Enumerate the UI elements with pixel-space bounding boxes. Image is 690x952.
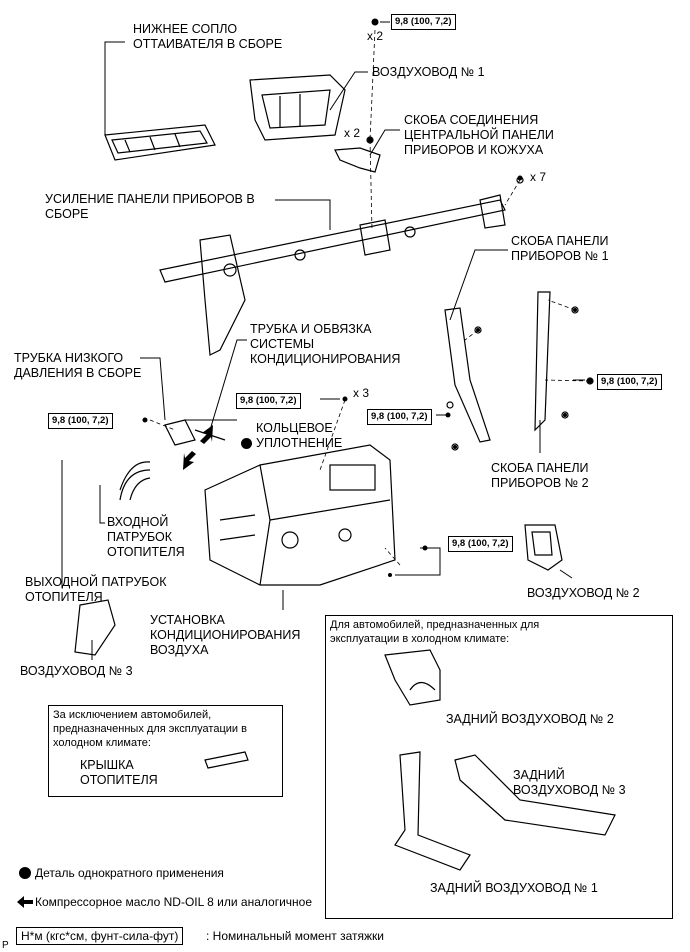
- duct3-art: [74, 599, 116, 656]
- label-low-pressure: ТРУБКА НИЗКОГО ДАВЛЕНИЯ В СБОРЕ: [14, 351, 142, 380]
- ac-unit-art: [204, 444, 396, 586]
- reinforcement-art: [159, 176, 524, 356]
- label-duct2: ВОЗДУХОВОД № 2: [527, 586, 640, 600]
- cold-climate-panel: [325, 615, 673, 919]
- label-duct3: ВОЗДУХОВОД № 3: [20, 664, 133, 678]
- label-rear-duct2: ЗАДНИЙ ВОЗДУХОВОД № 2: [446, 712, 614, 726]
- qty-reinforcement: x 7: [530, 170, 547, 184]
- except-cold-title: За исключением автомобилей, предназначен…: [53, 709, 247, 749]
- torque-box-low-pressure: 9,8 (100, 7,2): [48, 413, 113, 429]
- legend-single-use: Деталь однократного применения: [35, 866, 224, 880]
- label-duct1: ВОЗДУХОВОД № 1: [372, 65, 485, 79]
- label-heater-cover: КРЫШКА ОТОПИТЕЛЯ: [80, 758, 158, 787]
- torque-box-bracket1: 9,8 (100, 7,2): [367, 409, 432, 425]
- leader-bracket1: [449, 249, 508, 321]
- leader-ac-tube: [209, 339, 247, 431]
- label-reinforcement: УСИЛЕНИЕ ПАНЕЛИ ПРИБОРОВ В СБОРЕ: [45, 192, 255, 221]
- corner-mark: P: [2, 940, 9, 951]
- leader-bracket-center: [369, 129, 400, 156]
- label-heater-outlet: ВЫХОДНОЙ ПАТРУБОК ОТОПИТЕЛЯ: [25, 575, 167, 604]
- oil-arrow-lower: [183, 451, 196, 470]
- label-ac-tube: ТРУБКА И ОБВЯЗКА СИСТЕМЫ КОНДИЦИОНИРОВАН…: [250, 322, 401, 366]
- bracket2-art: [534, 291, 594, 432]
- leader-lower-defroster: [104, 41, 125, 135]
- legend-oil-arrow: [17, 896, 33, 908]
- center-bracket-art: [334, 136, 381, 173]
- qty-bracket: x 2: [344, 126, 361, 140]
- label-ac-unit: УСТАНОВКА КОНДИЦИОНИРОВАНИЯ ВОЗДУХА: [150, 613, 301, 657]
- label-heater-inlet: ВХОДНОЙ ПАТРУБОК ОТОПИТЕЛЯ: [107, 515, 185, 559]
- duct1-art: [249, 74, 346, 141]
- label-lower-defroster: НИЖНЕЕ СОПЛО ОТТАИВАТЕЛЯ В СБОРЕ: [133, 22, 283, 51]
- label-rear-duct1: ЗАДНИЙ ВОЗДУХОВОД № 1: [430, 881, 598, 895]
- label-o-ring: КОЛЬЦЕВОЕ УПЛОТНЕНИЕ: [256, 421, 343, 450]
- heater-cover-art: [204, 751, 249, 769]
- qty-top: x 2: [367, 29, 384, 43]
- except-cold-panel: [48, 705, 283, 797]
- single-use-dot-o-ring: [241, 438, 252, 449]
- duct2-art: [524, 524, 563, 571]
- label-rear-duct3: ЗАДНИЙ ВОЗДУХОВОД № 3: [513, 768, 626, 797]
- leader-duct1: [329, 71, 368, 111]
- qty-tube: x 3: [353, 386, 370, 400]
- label-bracket-center: СКОБА СОЕДИНЕНИЯ ЦЕНТРАЛЬНОЙ ПАНЕЛИ ПРИБ…: [404, 113, 554, 157]
- cold-climate-title: Для автомобилей, предназначенных для экс…: [330, 619, 540, 645]
- legend-single-use-dot: [19, 867, 31, 879]
- torque-box-top: 9,8 (100, 7,2): [391, 14, 456, 30]
- label-bracket1: СКОБА ПАНЕЛИ ПРИБОРОВ № 1: [511, 234, 609, 263]
- oil-arrow-upper: [200, 425, 213, 444]
- torque-box-bracket2: 9,8 (100, 7,2): [597, 374, 662, 390]
- legend-torque-unit: Н*м (кгс*см, фунт-сила-фут): [16, 927, 184, 945]
- lower-defroster-art: [104, 124, 216, 161]
- torque-box-tube: 9,8 (100, 7,2): [236, 393, 301, 409]
- legend-torque-desc: : Номинальный момент затяжки: [206, 929, 384, 943]
- heater-hoses-art: [119, 461, 151, 501]
- low-pressure-tube-art: [164, 419, 226, 446]
- label-bracket2: СКОБА ПАНЕЛИ ПРИБОРОВ № 2: [491, 461, 589, 490]
- legend-oil: Компрессорное масло ND-OIL 8 или аналоги…: [35, 895, 313, 909]
- leader-reinforcement: [275, 199, 331, 230]
- rear-duct2-art: [384, 649, 441, 706]
- torque-box-ac-unit: 9,8 (100, 7,2): [448, 536, 513, 552]
- bracket1-art: [444, 307, 491, 451]
- rear-duct3-art: [454, 754, 616, 836]
- rear-duct1-art: [394, 751, 471, 871]
- leader-inlet: [99, 485, 105, 524]
- leader-duct2: [559, 569, 573, 579]
- leader-t6: [395, 547, 441, 576]
- leader-low-pressure: [140, 357, 166, 421]
